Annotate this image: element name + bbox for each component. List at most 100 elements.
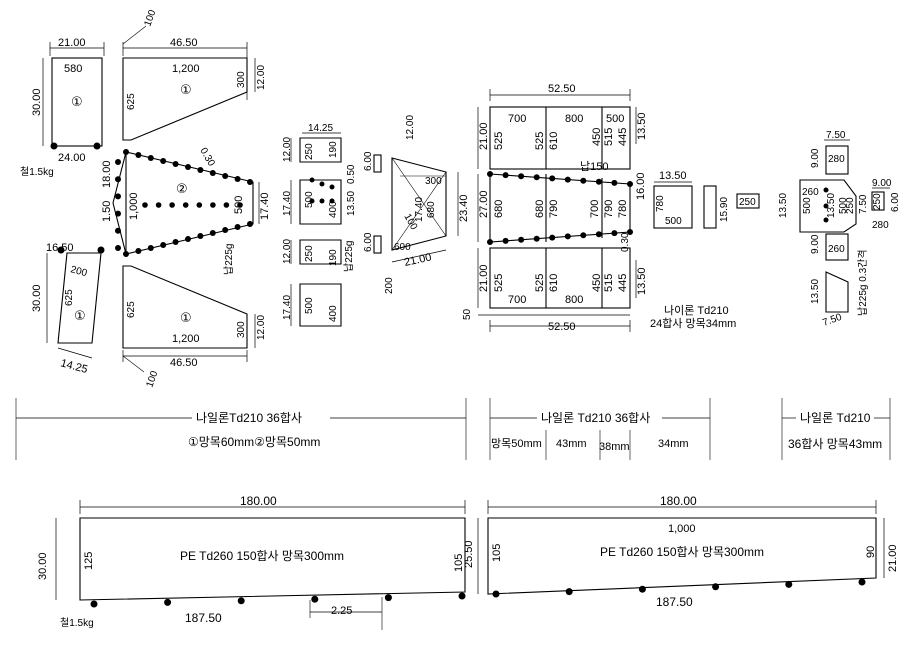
sinker-dot	[858, 578, 866, 586]
bl-spacing: 2.25	[331, 605, 352, 617]
float-dot	[209, 170, 216, 176]
piece-d-top-mesh-label: 200	[69, 264, 88, 279]
big-top-width: 52.50	[548, 83, 576, 95]
piece-b-right-height: 12.00	[256, 65, 267, 90]
sinker-dot	[565, 588, 573, 596]
bottom-right-net: 180.00 1,000 25.50 105 90 21.00 PE Td260…	[463, 494, 899, 609]
rg-meshes-500: 500	[802, 197, 813, 214]
float-dot	[123, 251, 129, 257]
rg-side-600: 6.00	[890, 192, 901, 212]
float-dot	[564, 176, 571, 183]
float-dot	[564, 233, 571, 240]
float-dot	[115, 193, 121, 200]
piece-d-top-meshes: 16.50	[46, 242, 74, 254]
piece-e-corner-meshes: 100	[144, 369, 160, 389]
float-dot	[611, 230, 618, 237]
big-top-cell-1: 700	[508, 113, 526, 125]
big-mid-height: 27.00	[478, 190, 490, 218]
col2-top-width: 14.25	[308, 123, 333, 134]
piece-a-bottom-meshes: 24.00	[58, 152, 86, 164]
col3-meshes-680: 680	[426, 201, 437, 218]
piece-c-float-dots	[115, 149, 253, 257]
big-bottom-cell-2: 800	[565, 294, 583, 306]
small-blocks: 13.50 780 500 15.90 250	[653, 170, 760, 229]
piece-d-bottom-width: 14.25	[59, 357, 89, 376]
bl-right-meshes: 105	[453, 554, 465, 572]
big-top-sub-3: 610	[548, 132, 560, 150]
block2-height: 15.90	[719, 197, 730, 222]
float-dot	[115, 227, 121, 234]
float-dot	[169, 202, 175, 208]
col2-small-a: 0.50	[346, 164, 357, 184]
big-bottom-sub-5: 515	[603, 274, 615, 292]
rg-side-280: 280	[872, 220, 889, 231]
float-dot	[549, 175, 556, 182]
big-bottom-sub-1: 525	[493, 274, 505, 292]
big-mid-cell-1: 680	[493, 200, 505, 218]
float-dot	[222, 173, 229, 179]
legend-mid-sub-1: 망목50mm	[491, 437, 542, 450]
float-dot	[234, 224, 241, 230]
sinker-dot	[712, 583, 720, 591]
big-mid-right: 16.00	[635, 172, 647, 200]
bl-bottom-length: 187.50	[185, 611, 222, 625]
bottom-left-net: 180.00 30.00 125 105 PE Td260 150합사 망목30…	[37, 494, 466, 630]
big-mid-cell-3: 790	[548, 200, 560, 218]
float-dot	[115, 176, 121, 183]
legend-left-label: 나일론Td210 36합사	[196, 411, 302, 425]
piece-e-left-meshes: 625	[126, 301, 137, 318]
float-dot	[172, 239, 179, 245]
legend-mid-sub-2: 43mm	[556, 438, 587, 450]
br-right-meshes: 90	[865, 546, 877, 558]
float-dot	[197, 167, 204, 173]
piece-c-slope: 0.30	[197, 146, 216, 169]
piece-c-right-height: 17.40	[259, 192, 271, 220]
br-left-meshes: 105	[491, 544, 503, 562]
piece-e-circle-label: ①	[180, 310, 192, 325]
bl-label: PE Td260 150합사 망목300mm	[180, 549, 344, 563]
legend-mid-label: 나일론 Td210 36합사	[541, 411, 650, 425]
col3-mesh-200: 200	[384, 277, 395, 294]
col3-meshes-300: 300	[425, 176, 442, 187]
bl-left-height: 30.00	[37, 552, 49, 580]
float-dot	[185, 236, 191, 242]
br-label: PE Td260 150합사 망목300mm	[600, 545, 764, 559]
float-dot	[115, 245, 121, 251]
piece-d-left-meshes: 625	[64, 289, 75, 306]
float-dot	[247, 221, 253, 227]
float-dot	[502, 172, 509, 179]
col3-bottom-width: 21.00	[403, 251, 432, 268]
float-dot	[611, 179, 618, 186]
piece-b-circle-label: ①	[180, 82, 192, 97]
sinker-dot	[90, 600, 98, 608]
float-dot	[160, 158, 167, 164]
col2-row3-height: 12.00	[282, 239, 293, 264]
big-mid-cell-6: 780	[617, 200, 629, 218]
legend-left-sub: ①망목60mm②망목50mm	[188, 435, 320, 449]
block1-width: 13.50	[659, 170, 687, 182]
bl-top-width: 180.00	[240, 494, 277, 508]
big-rope: 납150	[580, 160, 608, 173]
float-dot	[580, 177, 587, 184]
rg-h1: 9.00	[810, 148, 821, 168]
float-dot	[115, 159, 121, 165]
big-top-height: 21.00	[478, 122, 490, 150]
float-dot	[185, 164, 191, 170]
col3-bottom-height: 6.00	[363, 232, 374, 252]
float-dot	[160, 242, 167, 248]
col2-small-b: 13.50	[346, 191, 357, 216]
big-top-right: 13.50	[636, 112, 648, 140]
float-dot	[135, 152, 142, 158]
rg-meshes-250: 250	[845, 197, 856, 214]
float-dot	[580, 232, 587, 239]
big-mid-cell-5: 790	[603, 200, 615, 218]
big-bottom-width: 52.50	[548, 321, 576, 333]
float-dot	[142, 202, 148, 208]
float-dot	[627, 181, 633, 187]
rg-meshes-260-b: 260	[828, 244, 845, 255]
float-dot	[247, 179, 253, 185]
piece-d-circle-label: ①	[74, 308, 86, 323]
sinker-dot	[237, 597, 245, 605]
col2-row1-right: 190	[328, 141, 339, 158]
col2-row4-right: 400	[328, 305, 339, 322]
